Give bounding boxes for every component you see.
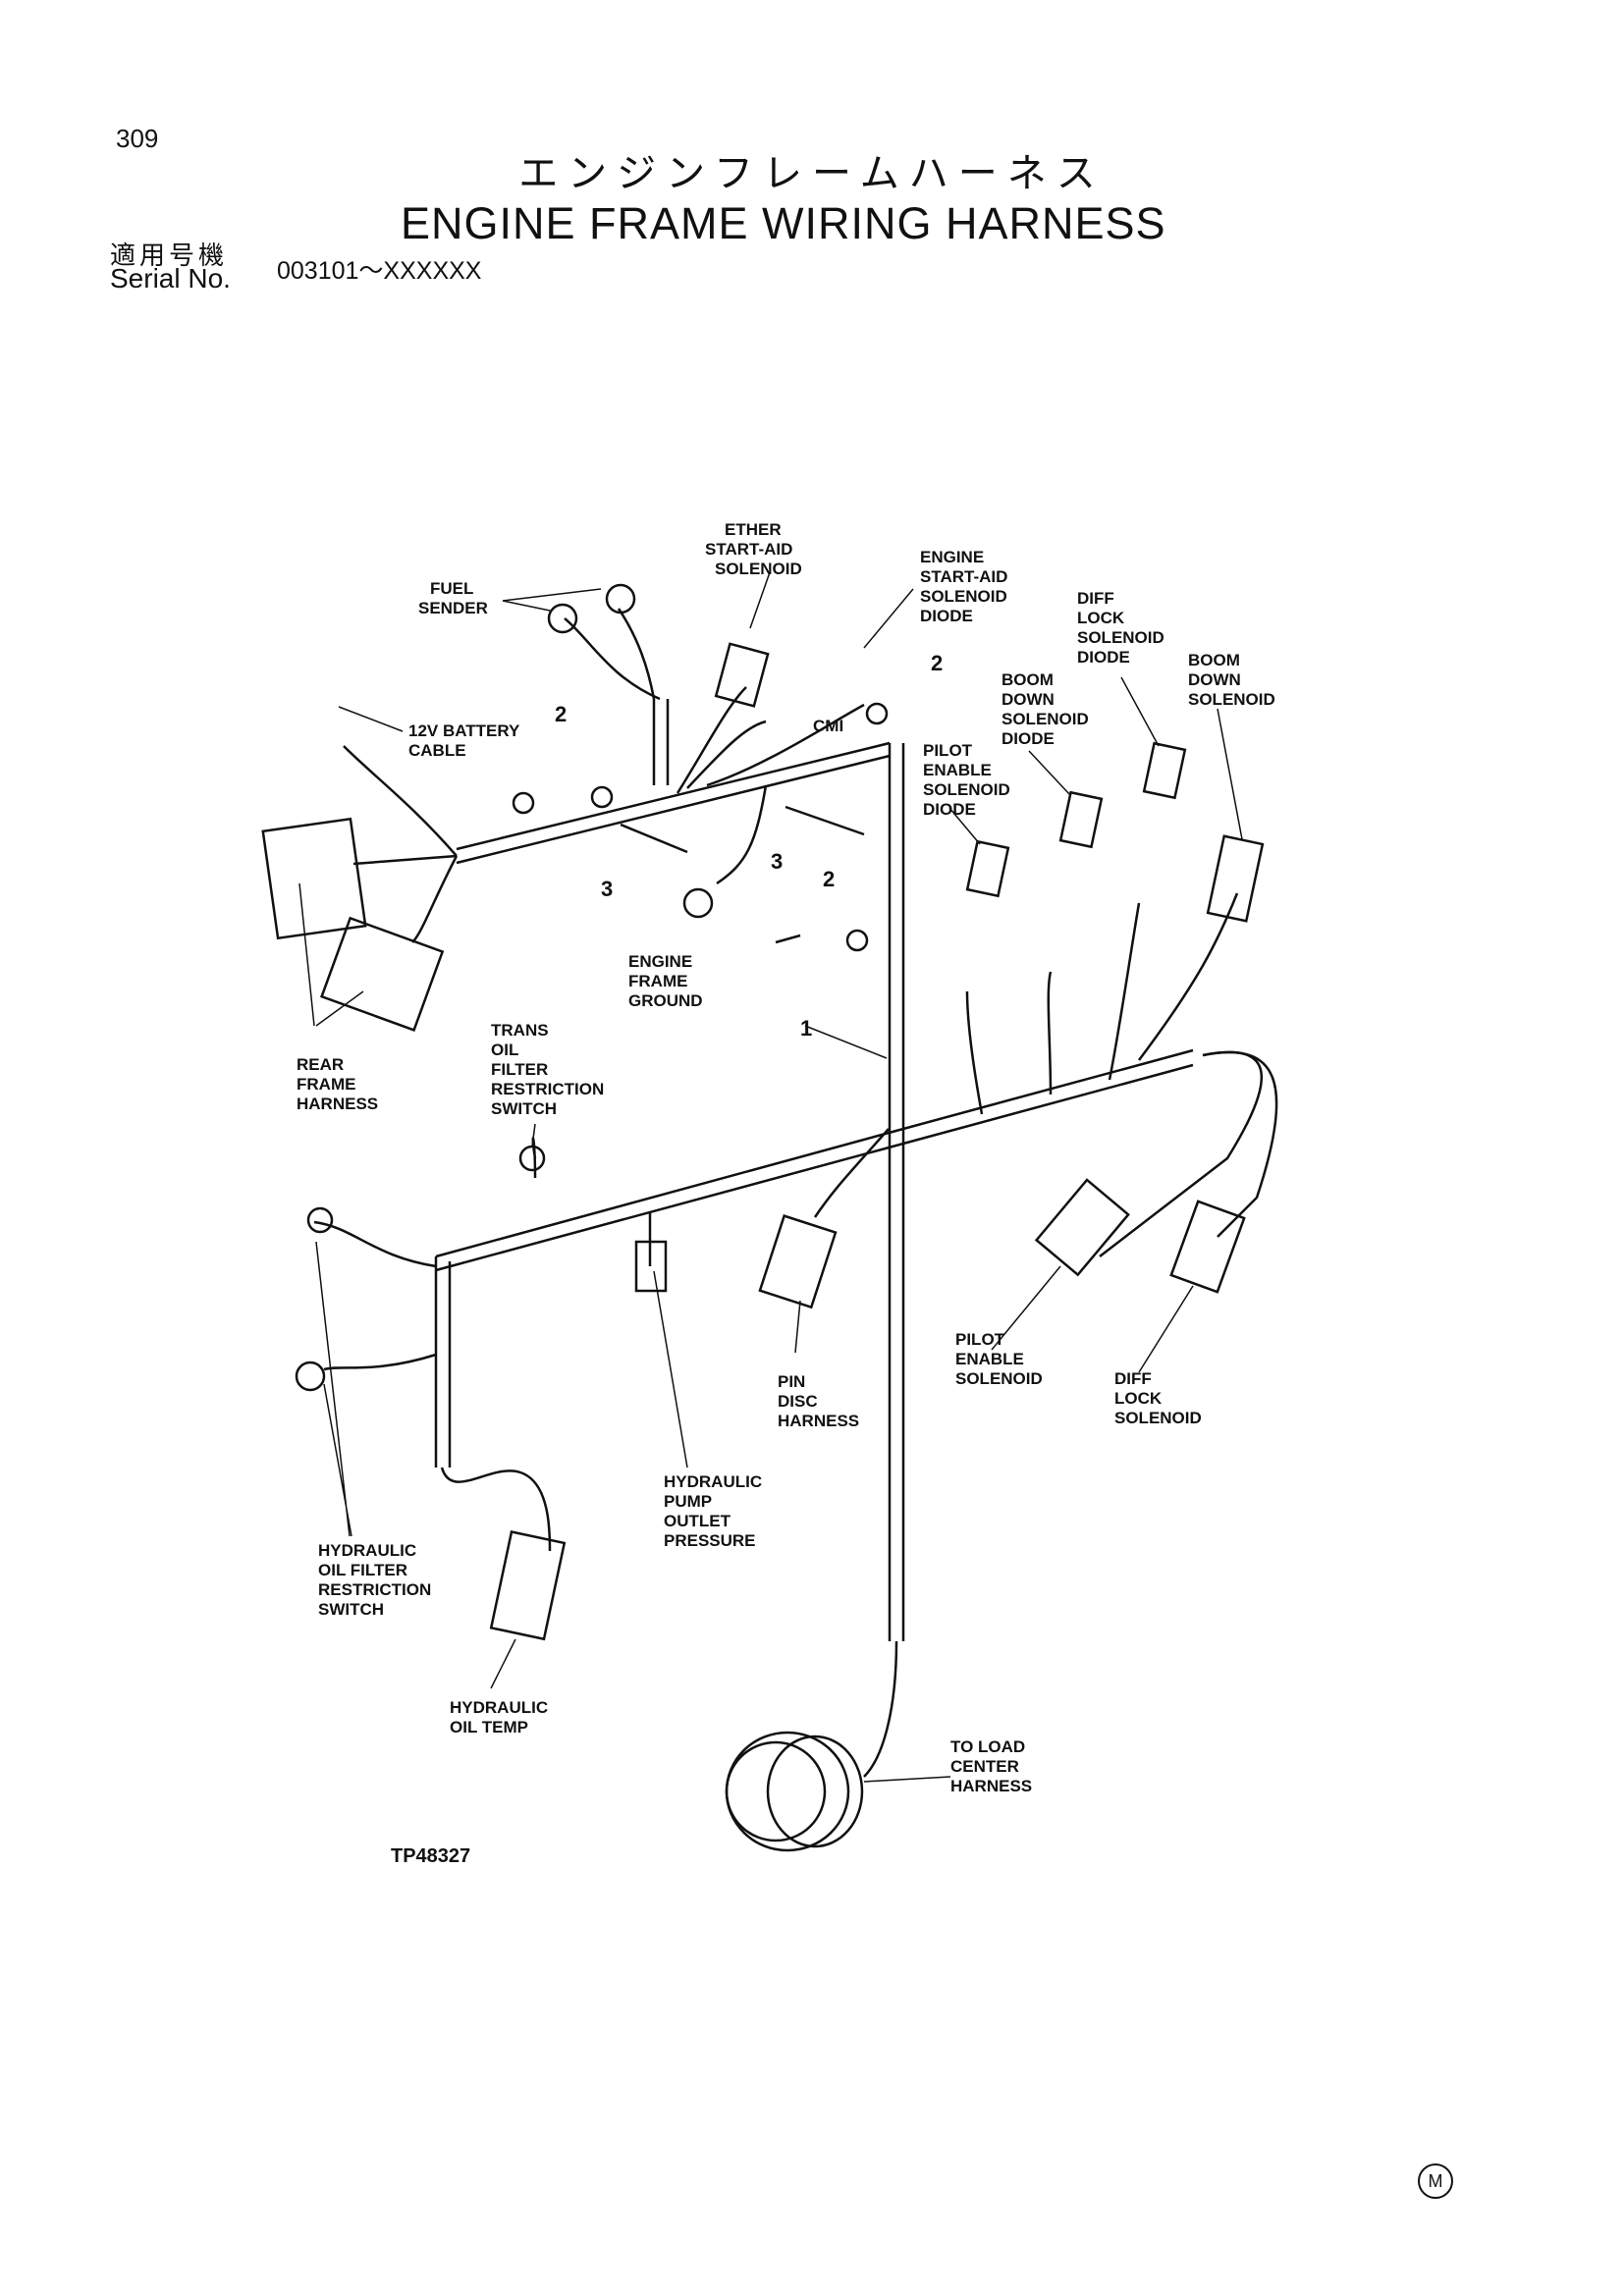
harness-upper-branch [456, 741, 891, 865]
boom-diode-connector [1058, 790, 1104, 849]
callout-1: 1 [800, 1016, 812, 1041]
pin-disc-connector [758, 1214, 838, 1309]
drawing-code: TP48327 [391, 1845, 470, 1867]
page-title-japanese: エンジンフレームハーネス [518, 151, 1106, 196]
boom-solenoid-connector [1206, 834, 1265, 923]
callout-3: 3 [771, 849, 783, 874]
diff-diode-connector [1142, 741, 1187, 800]
diff-solenoid-connector [1169, 1200, 1246, 1294]
page-title: ENGINE FRAME WIRING HARNESS [401, 198, 1166, 248]
callout-2: 2 [931, 651, 943, 675]
harness-left-drop [434, 1256, 452, 1468]
load-center-connector [725, 1731, 850, 1852]
label-cmi: CMI [813, 717, 843, 735]
pilot-diode-connector [965, 839, 1010, 898]
harness-right-branch [902, 1048, 1194, 1146]
m-mark-icon: M [1418, 2163, 1453, 2199]
rear-frame-plug [320, 916, 445, 1032]
hyd-temp-connector [489, 1529, 567, 1641]
ether-solenoid-connector [714, 642, 770, 708]
serial-label: Serial No. [110, 263, 231, 294]
serial-label-japanese: 適用号機 [110, 241, 229, 271]
harness-trunk-vertical [888, 743, 905, 1641]
pilot-solenoid-connector [1034, 1178, 1130, 1277]
callout-2: 2 [823, 867, 835, 891]
callout-2: 2 [555, 702, 567, 726]
serial-range: 003101～XXXXXX [277, 257, 482, 285]
page-number: 309 [116, 124, 159, 153]
pump-pressure-sensor [634, 1240, 668, 1293]
harness-lower-branch [435, 1127, 904, 1272]
callout-3: 3 [601, 877, 613, 901]
rear-frame-connector [261, 817, 367, 940]
